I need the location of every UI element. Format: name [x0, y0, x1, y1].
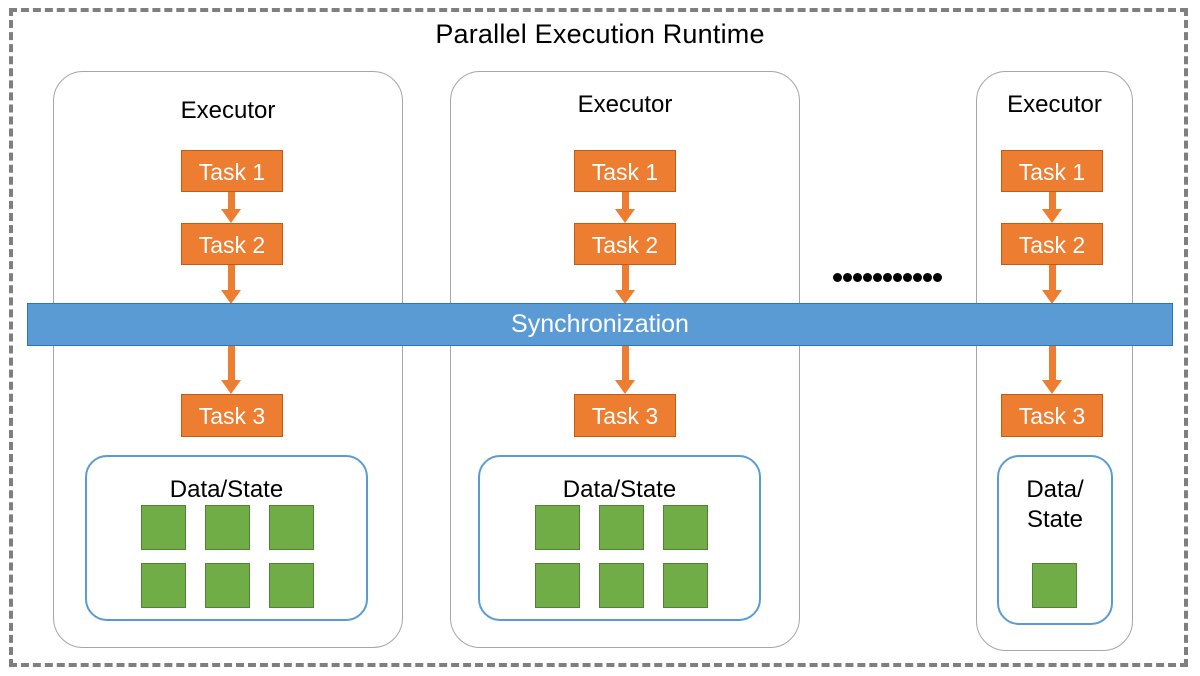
arrow-head-1-3 [221, 380, 241, 394]
task-box-3-3[interactable]: Task 3 [1001, 394, 1103, 437]
task-box-1-2[interactable]: Task 2 [181, 223, 283, 265]
ellipsis-dot [873, 273, 882, 282]
page-title: Parallel Execution Runtime [435, 19, 765, 49]
datastate-label-2: Data/State [562, 476, 677, 503]
ellipsis-dot [913, 273, 922, 282]
task-box-2-3[interactable]: Task 3 [574, 394, 676, 437]
arrow-shaft-1-1 [228, 192, 235, 209]
arrow-head-2-2 [615, 290, 635, 304]
task-box-2-2[interactable]: Task 2 [574, 223, 676, 265]
ellipsis-dot [863, 273, 872, 282]
data-block [1032, 563, 1077, 608]
data-block [269, 563, 314, 608]
datastate-container-1: Data/State [85, 455, 368, 621]
datastate-label-3-line1: Data/ [1026, 476, 1084, 503]
arrow-head-1-1 [221, 209, 241, 223]
arrow-shaft-2-1 [622, 192, 629, 209]
ellipsis-dots [833, 273, 943, 287]
data-block [663, 563, 708, 608]
ellipsis-dot [903, 273, 912, 282]
arrow-head-1-2 [221, 290, 241, 304]
datastate-label-3-line2: State [1026, 506, 1084, 533]
ellipsis-dot [843, 273, 852, 282]
data-block [205, 563, 250, 608]
task-box-2-1[interactable]: Task 1 [574, 150, 676, 192]
task-box-1-1[interactable]: Task 1 [181, 150, 283, 192]
task-box-3-1[interactable]: Task 1 [1001, 150, 1103, 192]
datastate-container-3: Data/ State [997, 455, 1113, 625]
ellipsis-dot [883, 273, 892, 282]
task-box-1-3[interactable]: Task 3 [181, 394, 283, 437]
executor-container-2: Executor [450, 71, 800, 648]
executor-container-3: Executor [976, 71, 1133, 651]
arrow-shaft-2-3 [622, 346, 629, 380]
arrow-head-2-3 [615, 380, 635, 394]
data-block [535, 563, 580, 608]
data-block [599, 563, 644, 608]
data-block [663, 505, 708, 550]
data-block [141, 505, 186, 550]
arrow-shaft-3-3 [1049, 346, 1056, 380]
arrow-head-2-1 [615, 209, 635, 223]
data-block [535, 505, 580, 550]
ellipsis-dot [833, 273, 842, 282]
executor-label-1: Executor [180, 97, 276, 124]
ellipsis-dot [853, 273, 862, 282]
arrow-shaft-1-3 [228, 346, 235, 380]
executor-label-2: Executor [577, 91, 673, 118]
arrow-head-3-3 [1042, 380, 1062, 394]
arrow-shaft-1-2 [228, 265, 235, 290]
datastate-container-2: Data/State [478, 455, 761, 621]
ellipsis-dot [923, 273, 932, 282]
data-block [269, 505, 314, 550]
data-block [205, 505, 250, 550]
datastate-label-1: Data/State [169, 476, 284, 503]
data-block [141, 563, 186, 608]
arrow-head-3-2 [1042, 290, 1062, 304]
task-box-3-2[interactable]: Task 2 [1001, 223, 1103, 265]
arrow-head-3-1 [1042, 209, 1062, 223]
arrow-shaft-3-2 [1049, 265, 1056, 290]
executor-container-1: Executor [53, 71, 403, 648]
arrow-shaft-2-2 [622, 265, 629, 290]
ellipsis-dot [933, 273, 942, 282]
synchronization-bar[interactable]: Synchronization [27, 303, 1173, 346]
executor-label-3: Executor [1007, 91, 1102, 118]
arrow-shaft-3-1 [1049, 192, 1056, 209]
runtime-boundary [9, 8, 1188, 667]
data-block [599, 505, 644, 550]
ellipsis-dot [893, 273, 902, 282]
